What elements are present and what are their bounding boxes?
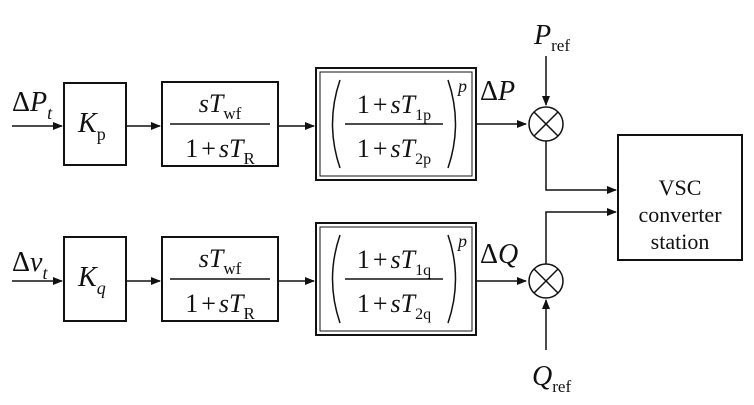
gain-label-kq: Kq bbox=[77, 262, 106, 298]
svg-text:ΔPt: ΔPt bbox=[12, 87, 53, 123]
right-paren bbox=[447, 234, 457, 324]
summing-junction-bottom bbox=[528, 263, 564, 299]
leadlag-tf-top: 1+sT1p 1+sT2p p bbox=[331, 76, 467, 169]
vsc-converter-station-block bbox=[617, 134, 743, 261]
arrow-summer-bottom-to-station bbox=[545, 208, 617, 264]
left-paren bbox=[331, 79, 341, 169]
gain-block-kp bbox=[63, 82, 127, 166]
exponent-p: p bbox=[456, 76, 467, 96]
washout-block-top bbox=[161, 81, 279, 167]
svg-text:VSC: VSC bbox=[659, 175, 702, 200]
washout-block-bottom bbox=[161, 236, 279, 322]
gain-block-kq bbox=[63, 236, 127, 322]
leadlag-block-top-inner bbox=[319, 71, 473, 177]
leadlag-block-bottom-outer bbox=[315, 222, 477, 336]
leadlag-block-bottom-inner bbox=[319, 226, 473, 332]
svg-text:1+sTR: 1+sTR bbox=[185, 289, 255, 323]
input-label-delta-p: ΔPt bbox=[12, 87, 53, 123]
svg-text:converter: converter bbox=[638, 202, 722, 227]
svg-text:1+sT1p: 1+sT1p bbox=[357, 90, 431, 124]
p-ref-label: Pref bbox=[533, 20, 570, 55]
gain-label-kp: Kp bbox=[77, 108, 106, 144]
svg-text:sTwf: sTwf bbox=[199, 244, 242, 278]
svg-text:1+sT1q: 1+sT1q bbox=[357, 245, 431, 279]
svg-text:1+sTR: 1+sTR bbox=[185, 134, 255, 168]
q-ref-label: Qref bbox=[532, 361, 571, 396]
input-label-delta-v: Δvt bbox=[12, 247, 48, 283]
washout-tf-bottom: sTwf 1+sTR bbox=[170, 244, 270, 323]
arrow-summer-top-to-station bbox=[545, 141, 617, 194]
right-paren bbox=[447, 79, 457, 169]
svg-text:1+sT2p: 1+sT2p bbox=[357, 134, 431, 168]
exponent-p: p bbox=[456, 231, 467, 251]
leadlag-tf-bottom: 1+sT1q 1+sT2q p bbox=[331, 231, 467, 324]
washout-tf-top: sTwf 1+sTR bbox=[170, 89, 270, 168]
left-paren bbox=[331, 234, 341, 324]
svg-text:Δvt: Δvt bbox=[12, 247, 48, 283]
delta-p-label: ΔP bbox=[480, 76, 515, 107]
svg-text:sTwf: sTwf bbox=[199, 89, 242, 123]
delta-q-label: ΔQ bbox=[480, 239, 518, 270]
vsc-station-label: VSC converter station bbox=[638, 175, 722, 254]
svg-text:1+sT2q: 1+sT2q bbox=[357, 289, 431, 323]
summing-junction-top bbox=[528, 106, 564, 142]
svg-text:station: station bbox=[651, 229, 710, 254]
